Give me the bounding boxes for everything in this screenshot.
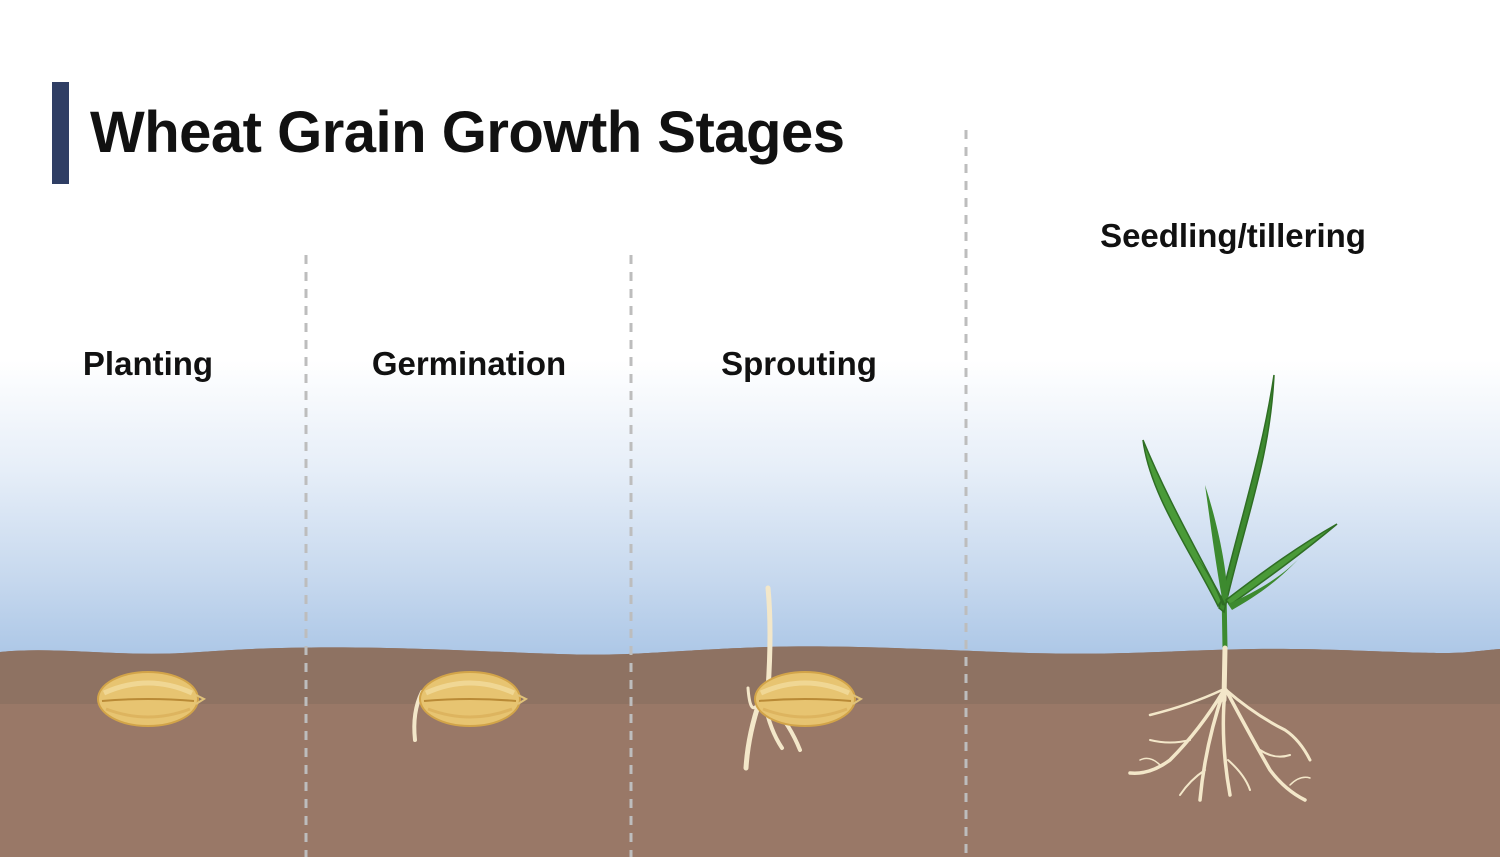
wheat-seedling-icon [1128,374,1338,802]
sprouting-grain-icon [743,585,861,771]
soil-top-layer [0,646,1500,704]
germinating-grain-icon [412,672,526,742]
stage-label-planting: Planting [82,345,214,382]
stage-label-seedling-tillering: Seedling/tillering [1100,217,1366,254]
stage-label-germination: Germination [371,345,567,382]
title-accent-bar [52,82,69,184]
page-title: Wheat Grain Growth Stages [90,100,845,165]
stage-label-sprouting: Sprouting [721,345,877,382]
